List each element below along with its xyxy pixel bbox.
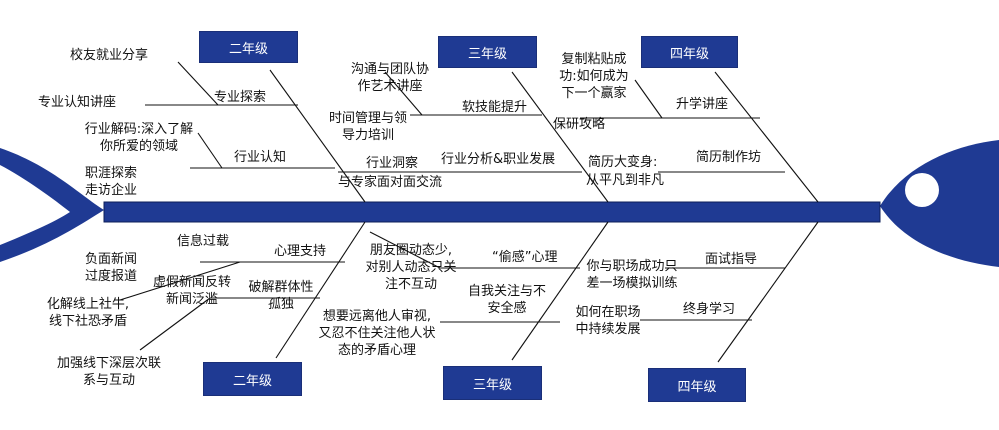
grade-box-bottom-3: 三年级 xyxy=(443,366,542,400)
item-label: 新闻泛滥 xyxy=(165,292,218,307)
item-label: 差一场模拟训练 xyxy=(586,276,678,291)
grade-box-bottom-2: 二年级 xyxy=(203,362,302,396)
branch-label: 面试指导 xyxy=(705,252,758,267)
item-label: 对别人动态只关 xyxy=(365,260,457,275)
item-label: 如何在职场 xyxy=(575,305,641,320)
rib-top-g2 xyxy=(269,69,366,203)
item-label: 专业认知讲座 xyxy=(38,95,117,110)
item-label: 加强线下深层次联 xyxy=(56,356,161,371)
grade-box-top-3: 三年级 xyxy=(438,36,537,68)
item-label: 保研攻略 xyxy=(553,117,606,132)
item-label: 导力培训 xyxy=(341,128,394,143)
grade-box-top-4: 四年级 xyxy=(641,36,738,68)
fish-head xyxy=(880,140,999,267)
branch-label: 自我关注与不 xyxy=(467,284,546,299)
item-label: 虚假新闻反转 xyxy=(152,275,231,290)
branch-label: 安全感 xyxy=(487,301,527,316)
grade-box-top-2: 二年级 xyxy=(199,31,298,63)
item-label: 态的矛盾心理 xyxy=(337,343,416,358)
rib-bottom-g4 xyxy=(717,221,819,363)
item-label: 线下社恐矛盾 xyxy=(48,314,127,329)
fish-spine xyxy=(103,201,881,223)
item-label: 注不互动 xyxy=(384,277,437,292)
branch-label: 简历制作坊 xyxy=(696,150,762,165)
item-label: 行业解码:深入了解 xyxy=(84,122,194,137)
item-label: 走访企业 xyxy=(84,183,137,198)
item-label: 功:如何成为 xyxy=(559,69,629,84)
item-label: 作艺术讲座 xyxy=(357,79,423,94)
branch-label: 升学讲座 xyxy=(676,97,729,112)
rib-top-g3 xyxy=(511,71,609,203)
fish-eye xyxy=(905,173,939,207)
item-label: 化解线上社牛, xyxy=(46,297,130,312)
branch-label: 破解群体性 xyxy=(248,280,314,295)
branch-label: 终身学习 xyxy=(683,302,736,317)
item-label: 朋友圈动态少, xyxy=(369,243,453,258)
item-label: 沟通与团队协 xyxy=(350,62,429,77)
item-label: 与专家面对面交流 xyxy=(338,175,443,190)
item-label: 又忍不住关注他人状 xyxy=(318,326,436,341)
item-label: 校友就业分享 xyxy=(70,48,149,63)
item-label: 想要远离他人审视, xyxy=(322,309,432,324)
item-label: 你所爱的领域 xyxy=(99,139,178,154)
item-label: 复制粘贴成 xyxy=(561,52,627,67)
rib-top-g4 xyxy=(714,71,819,203)
rib-bottom-g2 xyxy=(275,221,366,359)
item-label: 你与职场成功只 xyxy=(586,259,678,274)
branch-label: 行业分析&职业发展 xyxy=(441,152,556,167)
branch-label: 孤独 xyxy=(267,297,294,312)
branch-label: 软技能提升 xyxy=(462,100,528,115)
item-label: 过度报道 xyxy=(84,269,137,284)
item-label: 职涯探索 xyxy=(84,166,137,181)
item-label: 下一个赢家 xyxy=(561,86,627,101)
bones xyxy=(119,61,819,363)
item-label: 时间管理与领 xyxy=(328,111,407,126)
item-label: 简历大变身: xyxy=(588,155,658,170)
branch-label: 专业探索 xyxy=(214,90,267,105)
branch-label: “偷感”心理 xyxy=(492,250,558,265)
item-label: 行业洞察 xyxy=(366,156,419,171)
branch-label: 心理支持 xyxy=(274,244,327,259)
item-label: 中持续发展 xyxy=(575,322,641,337)
item-label: 系与互动 xyxy=(82,373,135,388)
grade-box-bottom-4: 四年级 xyxy=(648,368,746,402)
item-label: 信息过载 xyxy=(177,234,230,249)
item-label: 负面新闻 xyxy=(84,252,137,267)
item-label: 从平凡到非凡 xyxy=(586,173,665,188)
fish-tail xyxy=(0,148,104,262)
branch-label: 行业认知 xyxy=(234,150,287,165)
rib-bottom-g3 xyxy=(511,221,609,361)
